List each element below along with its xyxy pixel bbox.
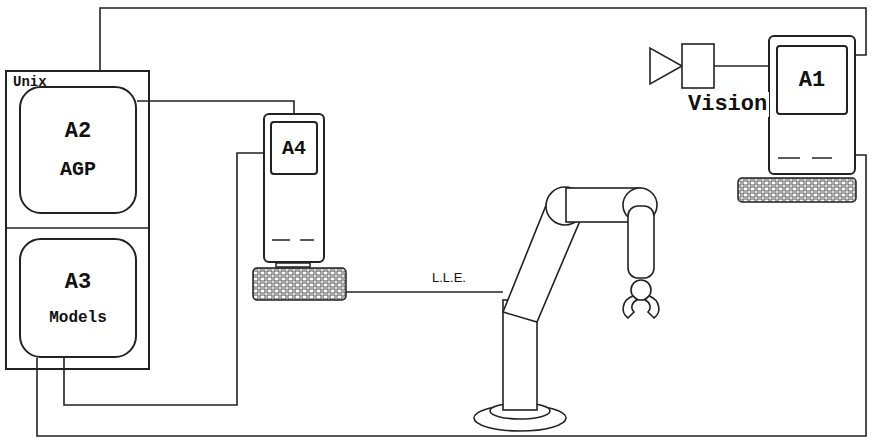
computer-monitor: A1 (768, 35, 856, 175)
connector-line (64, 153, 263, 405)
connector-line (37, 155, 866, 436)
node-title: A2 (65, 119, 91, 144)
node-subtitle: Models (49, 309, 107, 327)
unix-cabinet: UnixA2AGPA3Models (5, 70, 150, 370)
computer-monitor: A4 (263, 113, 325, 263)
computer-a4 (253, 240, 346, 300)
models-module: A3Models (19, 238, 137, 358)
node-title: A3 (65, 270, 91, 295)
connector-line (100, 8, 866, 70)
link-label: L.L.E. (430, 270, 468, 285)
node-subtitle: AGP (60, 158, 96, 181)
connector-line (137, 101, 294, 113)
lle-cable (346, 291, 503, 293)
computer-a1 (738, 158, 856, 202)
camera (650, 44, 768, 88)
agp-module: A2AGP (19, 86, 137, 214)
node-title: A4 (270, 121, 318, 175)
device-label: Vision (686, 92, 769, 117)
cabinet-divider (5, 227, 150, 229)
robot-arm (474, 187, 659, 431)
node-title: A1 (776, 45, 848, 115)
